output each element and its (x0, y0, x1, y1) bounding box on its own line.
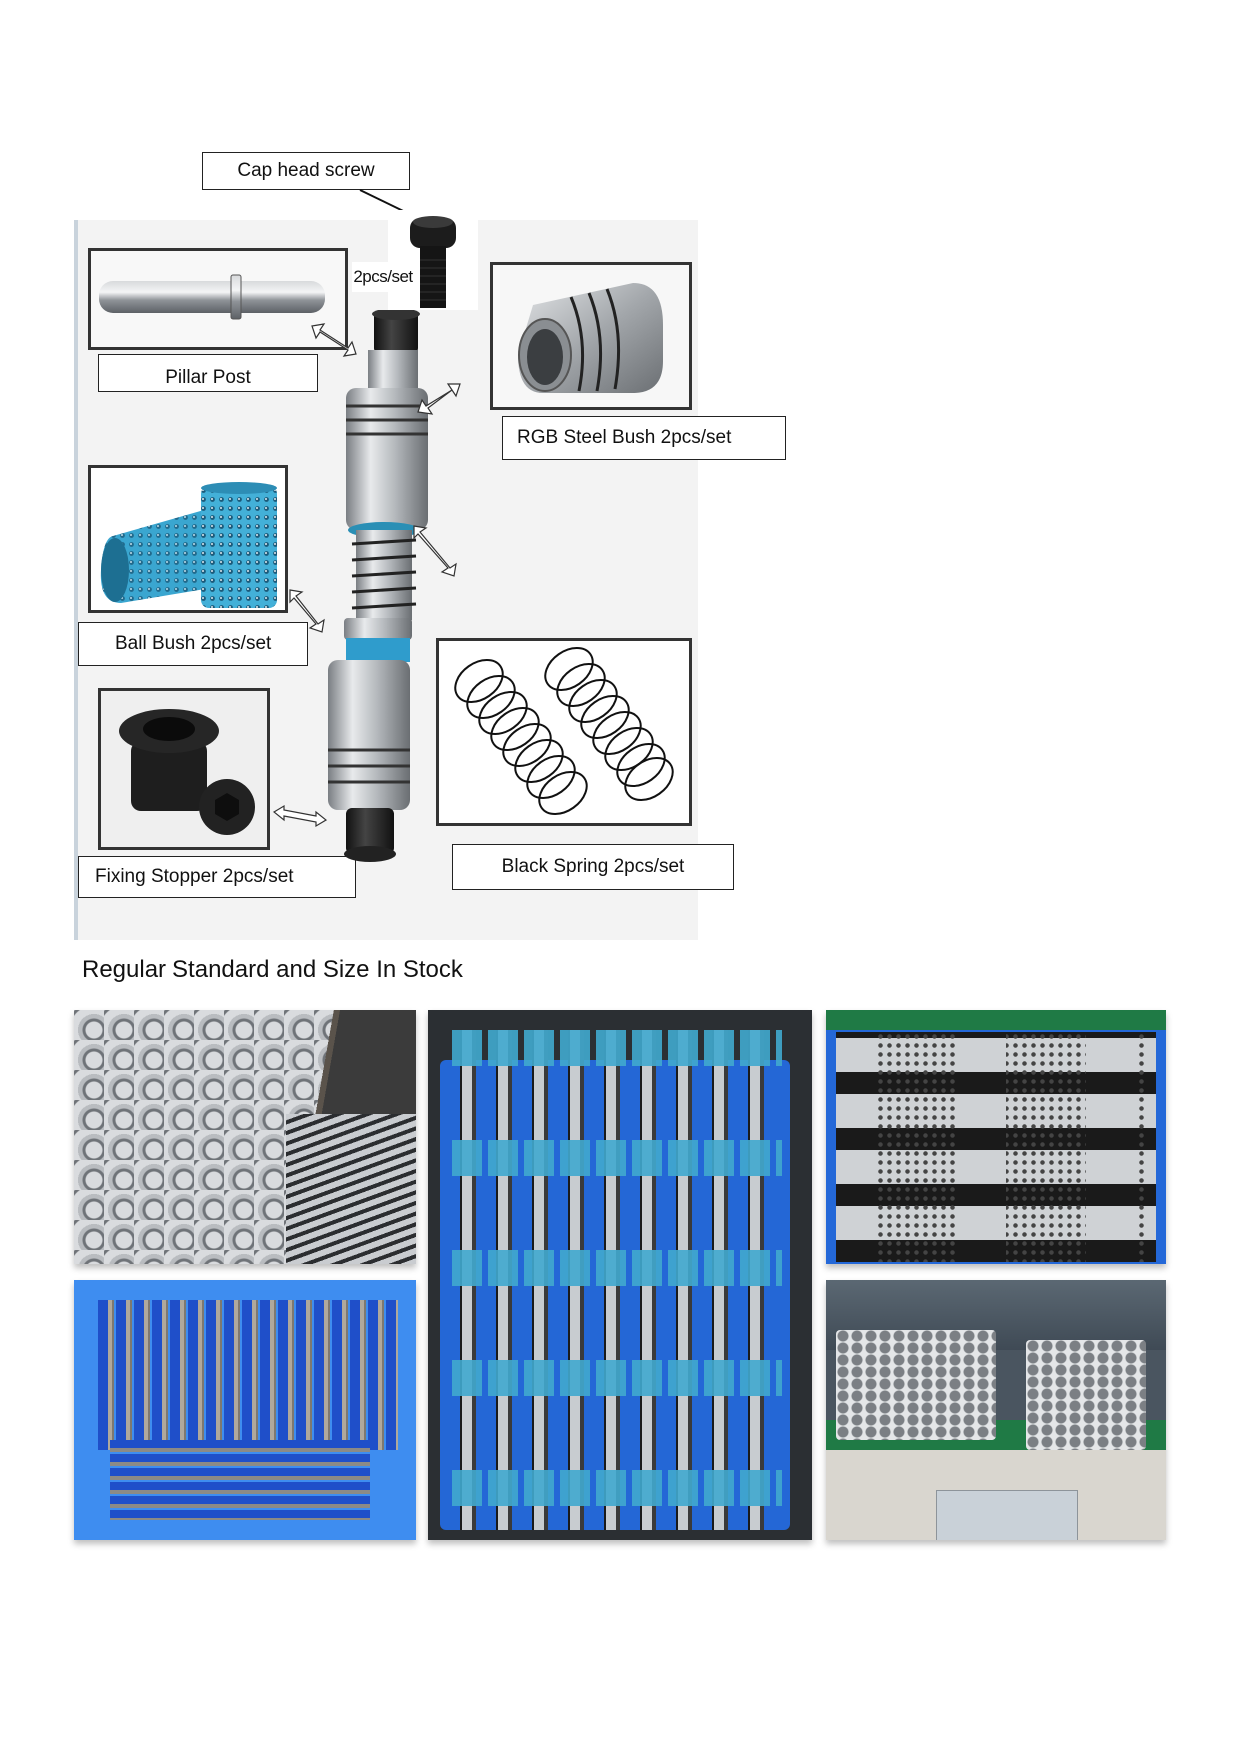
arrow-pillar-post (311, 323, 357, 357)
photo-steel-bushes-pile (74, 1010, 416, 1264)
black-spring-icon (454, 647, 674, 815)
cap-screw-qty: 2pcs/set (352, 262, 414, 292)
arrow-spring (413, 525, 457, 577)
pillar-post-image (88, 248, 348, 350)
pillar-post-icon (99, 274, 325, 320)
black-spring-image (436, 638, 692, 826)
arrows-overlay (272, 323, 461, 828)
ball-bush-icon (100, 482, 277, 608)
steel-bush-image (490, 262, 692, 410)
steel-bush-icon (518, 283, 663, 393)
cap-screw-icon (410, 216, 456, 308)
arrow-steel-bush (417, 383, 461, 415)
arrow-ball-bush (289, 589, 325, 633)
fixing-stopper-image (98, 688, 270, 850)
cap-head-screw-text: Cap head screw (237, 160, 375, 181)
ball-bush-image (88, 465, 288, 613)
fixing-stopper-icon (119, 709, 255, 835)
steel-bush-label: RGB Steel Bush 2pcs/set (502, 416, 786, 460)
photo-blue-ball-cage-pillars-bin (74, 1280, 416, 1540)
photo-grey-ball-cage-pillars (826, 1010, 1166, 1264)
photo-packed-bushes-table (826, 1280, 1166, 1540)
black-spring-label: Black Spring 2pcs/set (452, 844, 734, 890)
ball-bush-label: Ball Bush 2pcs/set (78, 622, 308, 666)
cap-screw-image (388, 210, 478, 310)
arrow-fixing-stopper (272, 804, 328, 828)
pillar-post-label: Pillar Post (98, 354, 318, 392)
fixing-stopper-label: Fixing Stopper 2pcs/set (78, 856, 356, 898)
photo-blue-ball-cage-pillars-crate (428, 1010, 812, 1540)
guide-pillar-assembly-icon (328, 310, 428, 862)
cap-head-screw-label: Cap head screw (202, 152, 410, 190)
diagram-panel: 2pcs/set Pillar Post (74, 210, 786, 940)
